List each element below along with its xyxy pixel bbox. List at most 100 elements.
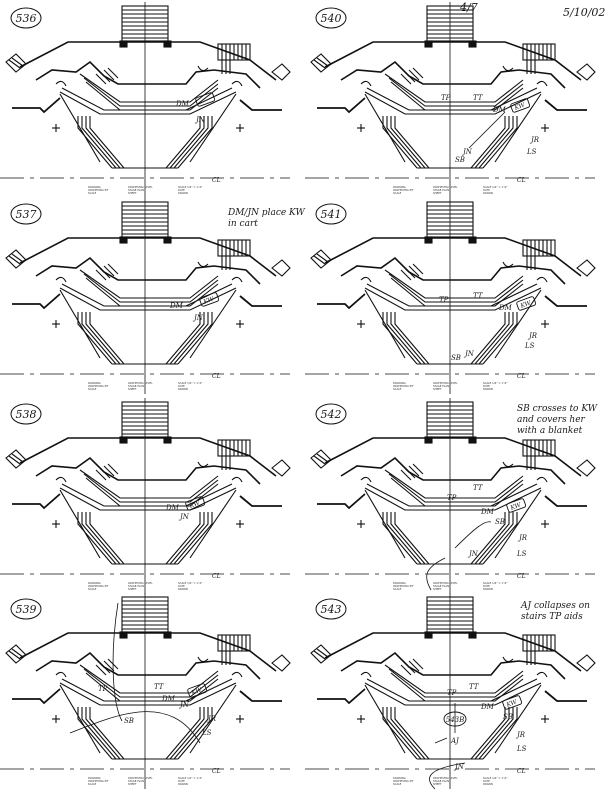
vomitory-right-steps [165, 116, 213, 169]
stage-plan: CL DRAWING ORCHESTRA PIT SCALE ORCHESTRA… [305, 593, 596, 790]
back-wall [19, 437, 277, 477]
title-block: DRAWING ORCHESTRA PIT SCALE ORCHESTRA LE… [88, 381, 202, 391]
cue-number: 541 [321, 208, 342, 221]
title-block-center-2: STAGE PLAN [128, 779, 144, 783]
back-wall [19, 237, 277, 277]
door-left [360, 671, 372, 678]
title-block-center-3: SHEET [128, 387, 137, 391]
title-block-center-3: SHEET [433, 191, 442, 195]
far-right-stairs [271, 63, 291, 81]
registration-mark-left [357, 715, 365, 723]
thrust-edge-right [494, 489, 542, 559]
title-block: DRAWING ORCHESTRA PIT SCALE ORCHESTRA LE… [393, 381, 507, 391]
registration-mark-right [541, 520, 549, 528]
registration-mark-right [541, 715, 549, 723]
bowl-row [59, 682, 237, 706]
house-wall-right [544, 99, 587, 111]
stage-left-stairs [310, 644, 332, 664]
vomitory-right-steps [470, 116, 518, 169]
house-wall-left [317, 493, 366, 510]
thrust-edge-left [364, 489, 406, 559]
actor-label: TP [447, 689, 457, 697]
aisle-stairs [400, 67, 424, 85]
actor-label: DM [480, 703, 495, 711]
cart-box [195, 92, 216, 107]
inner-wall [35, 60, 261, 89]
registration-mark-left [52, 715, 60, 723]
title-block-center-1: ORCHESTRA LEVEL [433, 185, 458, 189]
title-block-right-3: DRAWN [483, 191, 493, 195]
terrace-row-1 [79, 73, 219, 103]
door-right [536, 276, 548, 283]
actor-label: JN [463, 350, 475, 358]
vomitory-left-steps [77, 707, 125, 760]
cart-occupant-label: KW [509, 501, 523, 512]
title-block-right-2: DATE [178, 188, 185, 192]
title-block-center-1: ORCHESTRA LEVEL [128, 776, 153, 780]
actor-label: LS [524, 342, 535, 350]
stage-left-stairs [5, 644, 27, 664]
cart-box [187, 683, 208, 698]
house-wall-right [544, 495, 587, 507]
thrust-edge-right [494, 93, 542, 163]
actor-label: JN [192, 314, 204, 322]
column-right [468, 436, 477, 444]
actor-label: TT [469, 683, 480, 691]
door-left [360, 476, 372, 483]
title-block-center-3: SHEET [433, 387, 442, 391]
centerline-mark: CL [212, 573, 221, 580]
column-right [468, 631, 477, 639]
vomitory-right-steps [470, 312, 518, 365]
terrace-row-1 [79, 469, 219, 499]
thrust-edge-left [59, 93, 101, 163]
title-block: DRAWING ORCHESTRA PIT SCALE ORCHESTRA LE… [88, 776, 202, 786]
actor-label: SB [495, 518, 505, 526]
blocking-diagram-543: CL DRAWING ORCHESTRA PIT SCALE ORCHESTRA… [305, 593, 610, 790]
title-block-center-3: SHEET [128, 191, 137, 195]
blocking-diagram-540: CL DRAWING ORCHESTRA PIT SCALE ORCHESTRA… [305, 2, 610, 198]
actor-label: TT [473, 484, 484, 492]
actor-label: DM [165, 504, 180, 512]
door-right [231, 80, 243, 87]
title-block-center-2: STAGE PLAN [433, 584, 449, 588]
registration-mark-right [541, 320, 549, 328]
terrace-row-1 [384, 664, 524, 694]
title-block-left-1: DRAWING [88, 581, 101, 585]
actor-label: TP [98, 685, 108, 693]
far-right-stairs [576, 259, 596, 277]
vomitory-left-steps [77, 312, 125, 365]
title-block-right-2: DATE [178, 384, 185, 388]
door-left [360, 276, 372, 283]
title-block-left-3: SCALE [393, 587, 402, 591]
thrust-edge-right [189, 93, 237, 163]
centerline-mark: CL [517, 373, 526, 380]
stage-left-stairs [5, 53, 27, 73]
title-block-right-1: SCALE 1/4" = 1'-0" [178, 381, 202, 385]
inner-wall [340, 256, 566, 285]
title-block-center-1: ORCHESTRA LEVEL [433, 581, 458, 585]
centerline-mark: CL [517, 177, 526, 184]
title-block-center-1: ORCHESTRA LEVEL [128, 381, 153, 385]
centerline-mark: CL [212, 373, 221, 380]
door-right [536, 80, 548, 87]
far-right-stairs [576, 63, 596, 81]
vomitory-left-steps [77, 512, 125, 565]
actor-label: JN [453, 763, 465, 771]
title-block-left-1: DRAWING [393, 776, 406, 780]
stage-plan: CL DRAWING ORCHESTRA PIT SCALE ORCHESTRA… [305, 198, 596, 394]
registration-mark-right [236, 520, 244, 528]
cue-number: 542 [321, 408, 342, 421]
actor-label: SB [451, 354, 461, 362]
column-left [424, 631, 433, 639]
actor-label: DM [175, 100, 190, 108]
title-block-center-2: STAGE PLAN [128, 188, 144, 192]
far-right-stairs [271, 259, 291, 277]
actor-label: LS [526, 148, 537, 156]
title-block-center-2: STAGE PLAN [128, 384, 144, 388]
title-block-right-3: DRAWN [178, 387, 188, 391]
actor-label: DM [169, 302, 184, 310]
actor-label: LS [516, 745, 527, 753]
title-block-left-1: DRAWING [88, 185, 101, 189]
title-block: DRAWING ORCHESTRA PIT SCALE ORCHESTRA LE… [393, 581, 507, 591]
stage-right-treads [526, 240, 552, 270]
